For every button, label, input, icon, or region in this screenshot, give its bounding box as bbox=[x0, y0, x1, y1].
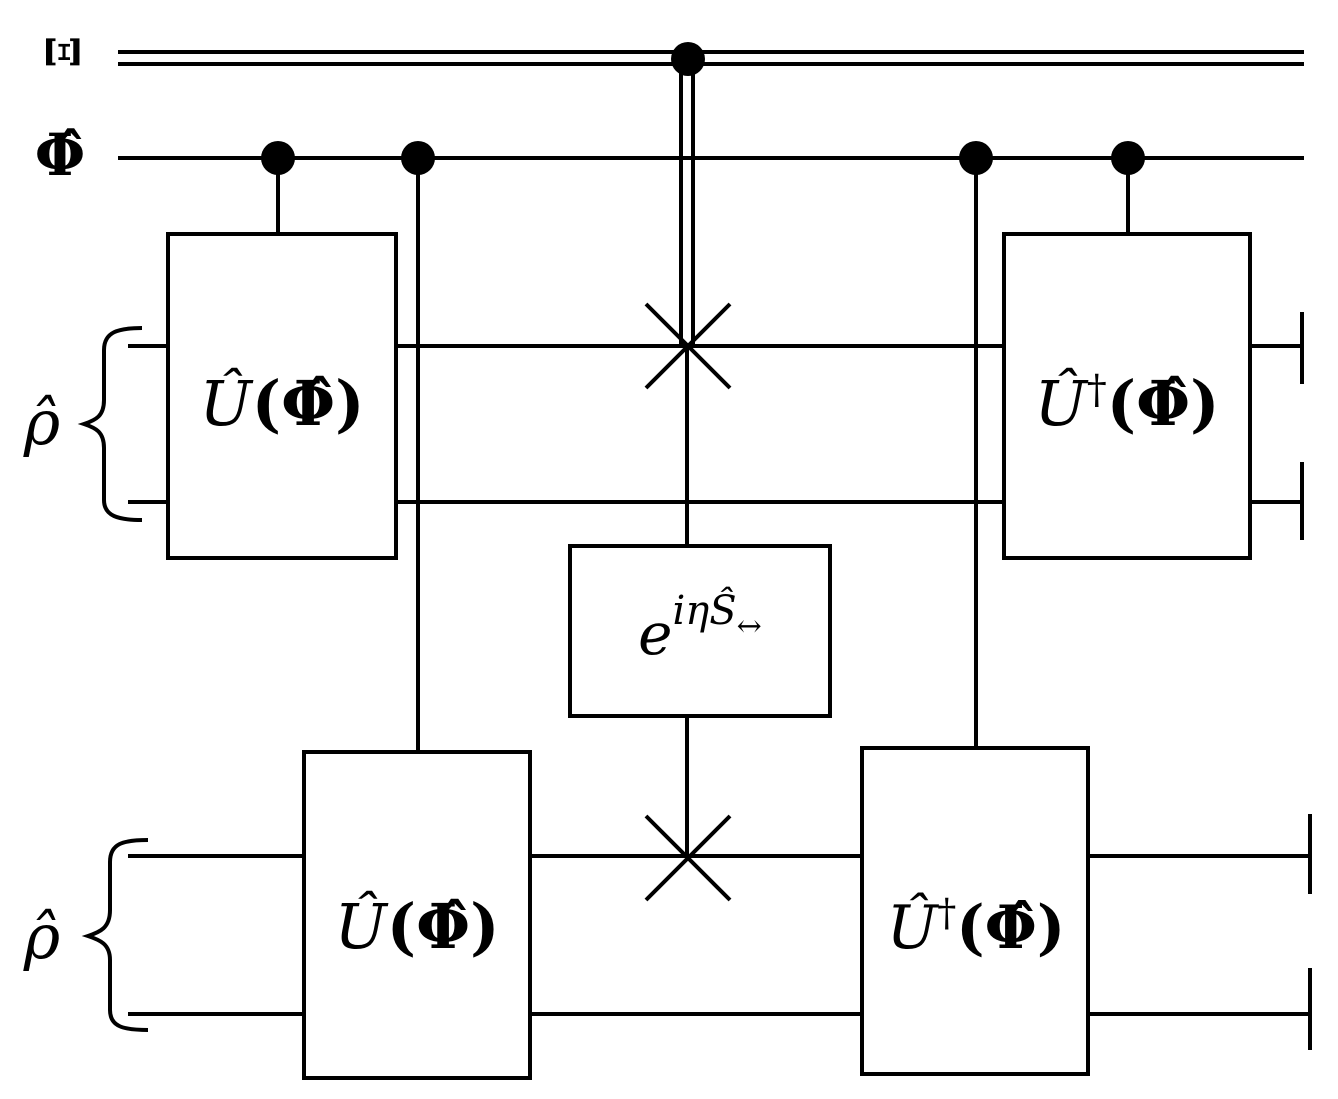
xi-classical-wire bbox=[118, 50, 1304, 66]
udagger-gate-top: Û†(Φ̂) bbox=[1002, 232, 1252, 560]
phi-control-dot-3 bbox=[959, 141, 993, 175]
udagger-gate-bottom-arg: (Φ̂) bbox=[956, 893, 1065, 963]
u-gate-top: Û(Φ̂) bbox=[166, 232, 398, 560]
phi-control-dot-4 bbox=[1111, 141, 1145, 175]
rho-top-brace bbox=[77, 326, 143, 522]
svg-text:Û(Φ̂): Û(Φ̂) bbox=[335, 890, 500, 963]
svg-text:eiηŜ↔: eiηŜ↔ bbox=[638, 587, 762, 668]
u-gate-top-arg: (Φ̂) bbox=[252, 367, 365, 440]
udagger-gate-top-main: Û bbox=[1035, 367, 1089, 440]
xi-wire-label: Ξ bbox=[35, 36, 89, 68]
svg-text:Û†(Φ̂): Û†(Φ̂) bbox=[1035, 367, 1220, 440]
phi-control-dot-1 bbox=[261, 141, 295, 175]
u-gate-top-main: Û bbox=[200, 367, 254, 440]
exp-gate-base: e bbox=[638, 600, 672, 668]
exp-gate-subscript: ↔ bbox=[737, 609, 762, 644]
u-gate-bottom-arg: (Φ̂) bbox=[387, 890, 500, 963]
svg-text:Û(Φ̂): Û(Φ̂) bbox=[200, 367, 365, 440]
xi-control-dot bbox=[671, 42, 705, 76]
rho-bottom-label: ρ̂ bbox=[23, 900, 60, 973]
svg-text:Û†(Φ̂): Û†(Φ̂) bbox=[887, 891, 1066, 963]
udagger-gate-bottom: Û†(Φ̂) bbox=[860, 746, 1090, 1076]
rho-bottom-brace bbox=[81, 838, 149, 1032]
udagger-gate-bottom-main: Û bbox=[887, 892, 940, 963]
xi-classical-control bbox=[679, 58, 695, 346]
udagger-gate-bottom-sup: † bbox=[937, 891, 956, 935]
phi-wire-label: Φ̂ bbox=[35, 121, 86, 189]
u-gate-bottom: Û(Φ̂) bbox=[302, 750, 532, 1080]
swap-cross-bottom bbox=[644, 814, 732, 902]
exp-swap-gate: eiηŜ↔ bbox=[568, 544, 832, 718]
u-gate-bottom-main: Û bbox=[335, 890, 389, 963]
phi-control-dot-2 bbox=[401, 141, 435, 175]
exp-gate-exponent: iηŜ bbox=[673, 587, 737, 634]
udagger-gate-top-sup: † bbox=[1087, 367, 1107, 413]
udagger-gate-top-arg: (Φ̂) bbox=[1107, 367, 1220, 440]
rho-top-label: ρ̂ bbox=[23, 386, 60, 459]
swap-cross-top bbox=[644, 302, 732, 390]
